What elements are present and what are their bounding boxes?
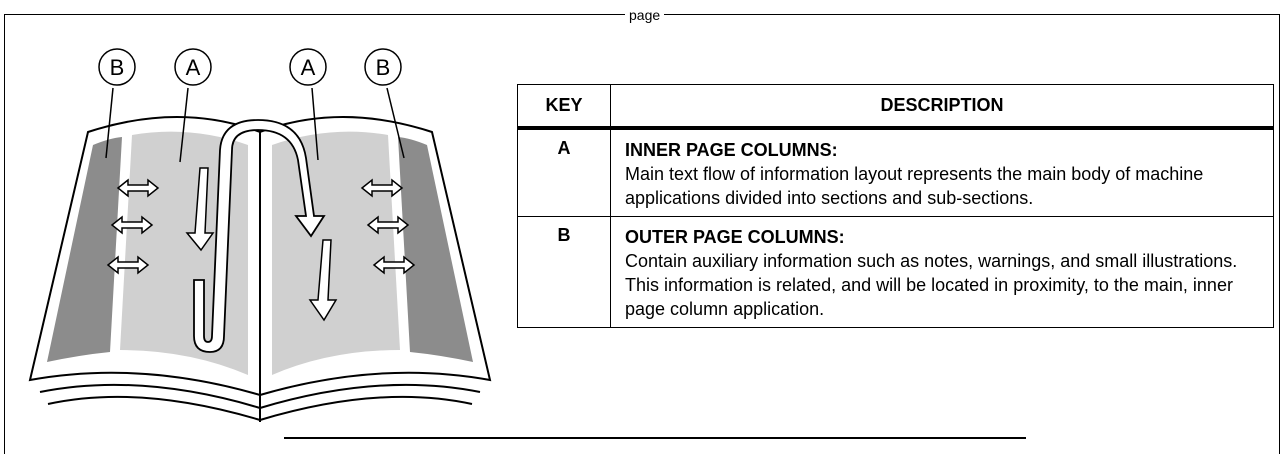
outer-column-right bbox=[398, 137, 473, 362]
row-description: OUTER PAGE COLUMNS: Contain auxiliary in… bbox=[610, 216, 1274, 328]
row-title: OUTER PAGE COLUMNS: bbox=[625, 227, 845, 247]
callout-label: A bbox=[186, 55, 201, 80]
outer-column-left bbox=[47, 137, 122, 362]
column-header-description: DESCRIPTION bbox=[610, 84, 1274, 130]
open-book-illustration: B A A B bbox=[28, 48, 492, 422]
bottom-divider bbox=[284, 437, 1026, 439]
row-text: Contain auxiliary information such as no… bbox=[625, 251, 1238, 319]
callout-label: A bbox=[301, 55, 316, 80]
top-caption: page bbox=[625, 7, 665, 23]
table-row: B OUTER PAGE COLUMNS: Contain auxiliary … bbox=[517, 216, 1274, 328]
row-key: A bbox=[517, 127, 611, 217]
row-description: INNER PAGE COLUMNS: Main text flow of in… bbox=[610, 127, 1274, 217]
row-text: Main text flow of information layout rep… bbox=[625, 164, 1204, 208]
inner-column-right bbox=[272, 131, 400, 375]
column-header-key: KEY bbox=[517, 84, 611, 130]
callout-a-right bbox=[289, 48, 327, 86]
row-key: B bbox=[517, 216, 611, 328]
callout-b-right bbox=[364, 48, 402, 86]
row-title: INNER PAGE COLUMNS: bbox=[625, 140, 838, 160]
table-header-row: KEY DESCRIPTION bbox=[517, 84, 1274, 130]
figure-frame: page bbox=[4, 7, 1280, 454]
callout-a-left bbox=[174, 48, 212, 86]
callout-label: B bbox=[376, 55, 391, 80]
callout-label: B bbox=[110, 55, 125, 80]
flow-arrow bbox=[193, 119, 326, 353]
table-row: A INNER PAGE COLUMNS: Main text flow of … bbox=[517, 127, 1274, 217]
key-table: KEY DESCRIPTION A INNER PAGE COLUMNS: Ma… bbox=[517, 84, 1274, 328]
callout-b-left bbox=[98, 48, 136, 86]
